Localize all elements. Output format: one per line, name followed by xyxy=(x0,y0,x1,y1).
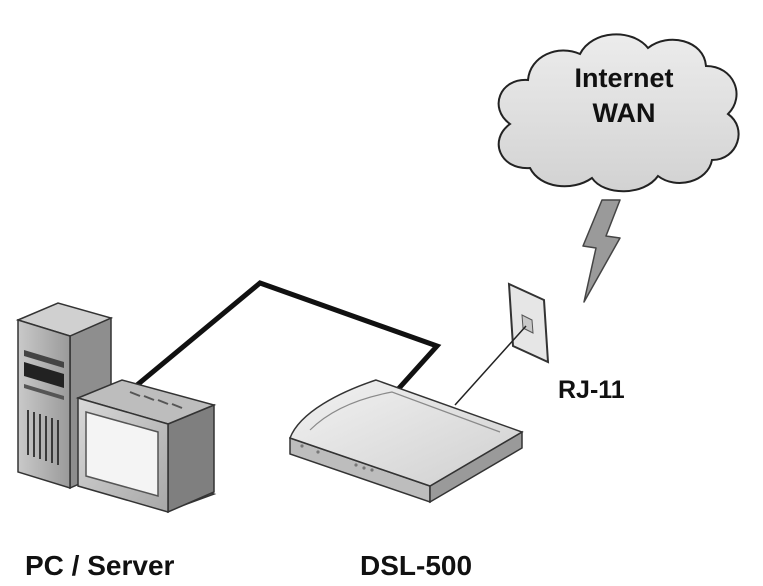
modem-top-ridge xyxy=(309,391,501,433)
modem-top xyxy=(289,379,524,487)
lightning-bolt-icon xyxy=(582,199,621,303)
tower-vent xyxy=(27,410,59,465)
pc-monitor xyxy=(75,379,217,514)
drive-bay-1 xyxy=(24,350,64,368)
monitor-screen xyxy=(85,411,159,497)
rj11-wall-jack xyxy=(507,282,550,364)
drive-bay-2 xyxy=(24,362,64,388)
cloud-shape xyxy=(497,33,740,193)
pc-server-label: PC / Server xyxy=(25,550,175,581)
dsl-modem xyxy=(289,379,524,504)
phone-line xyxy=(454,325,527,406)
tower-front xyxy=(17,318,71,490)
rj11-label: RJ-11 xyxy=(558,376,625,404)
modem-leds xyxy=(300,444,374,472)
cloud-label-wan: WAN xyxy=(593,98,656,128)
ethernet-cable xyxy=(123,280,442,398)
cloud-label-internet: Internet xyxy=(574,63,673,93)
dsl-500-label: DSL-500 xyxy=(360,550,472,581)
pc-tower xyxy=(15,302,114,490)
internet-cloud: Internet WAN xyxy=(497,33,740,193)
monitor-vents xyxy=(129,391,183,409)
drive-bay-3 xyxy=(24,384,64,400)
